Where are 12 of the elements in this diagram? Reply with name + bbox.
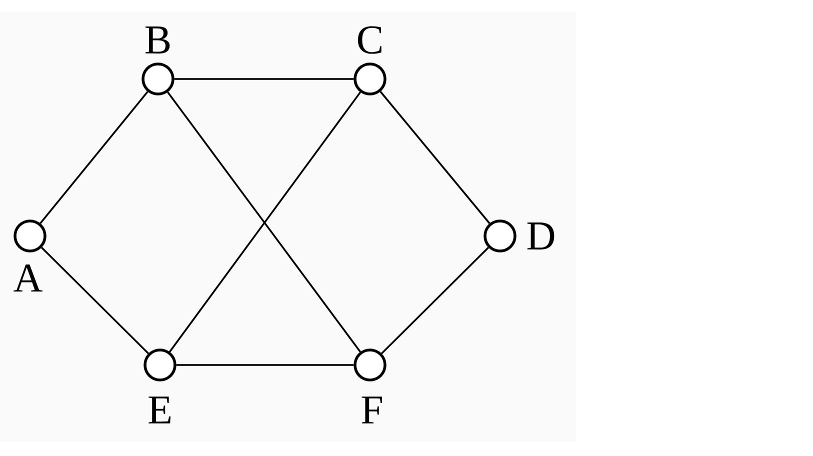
edge-line <box>176 364 354 366</box>
node-label: D <box>527 222 554 250</box>
edge-line <box>40 91 148 224</box>
edge-line <box>380 91 490 224</box>
edge-line <box>174 78 354 80</box>
node-label: A <box>14 264 42 292</box>
node-label: F <box>362 396 382 424</box>
node-label: E <box>148 396 170 424</box>
node-label: C <box>358 26 382 54</box>
edge-line <box>381 246 489 354</box>
edge-line <box>41 246 149 354</box>
node-label: B <box>146 26 170 54</box>
